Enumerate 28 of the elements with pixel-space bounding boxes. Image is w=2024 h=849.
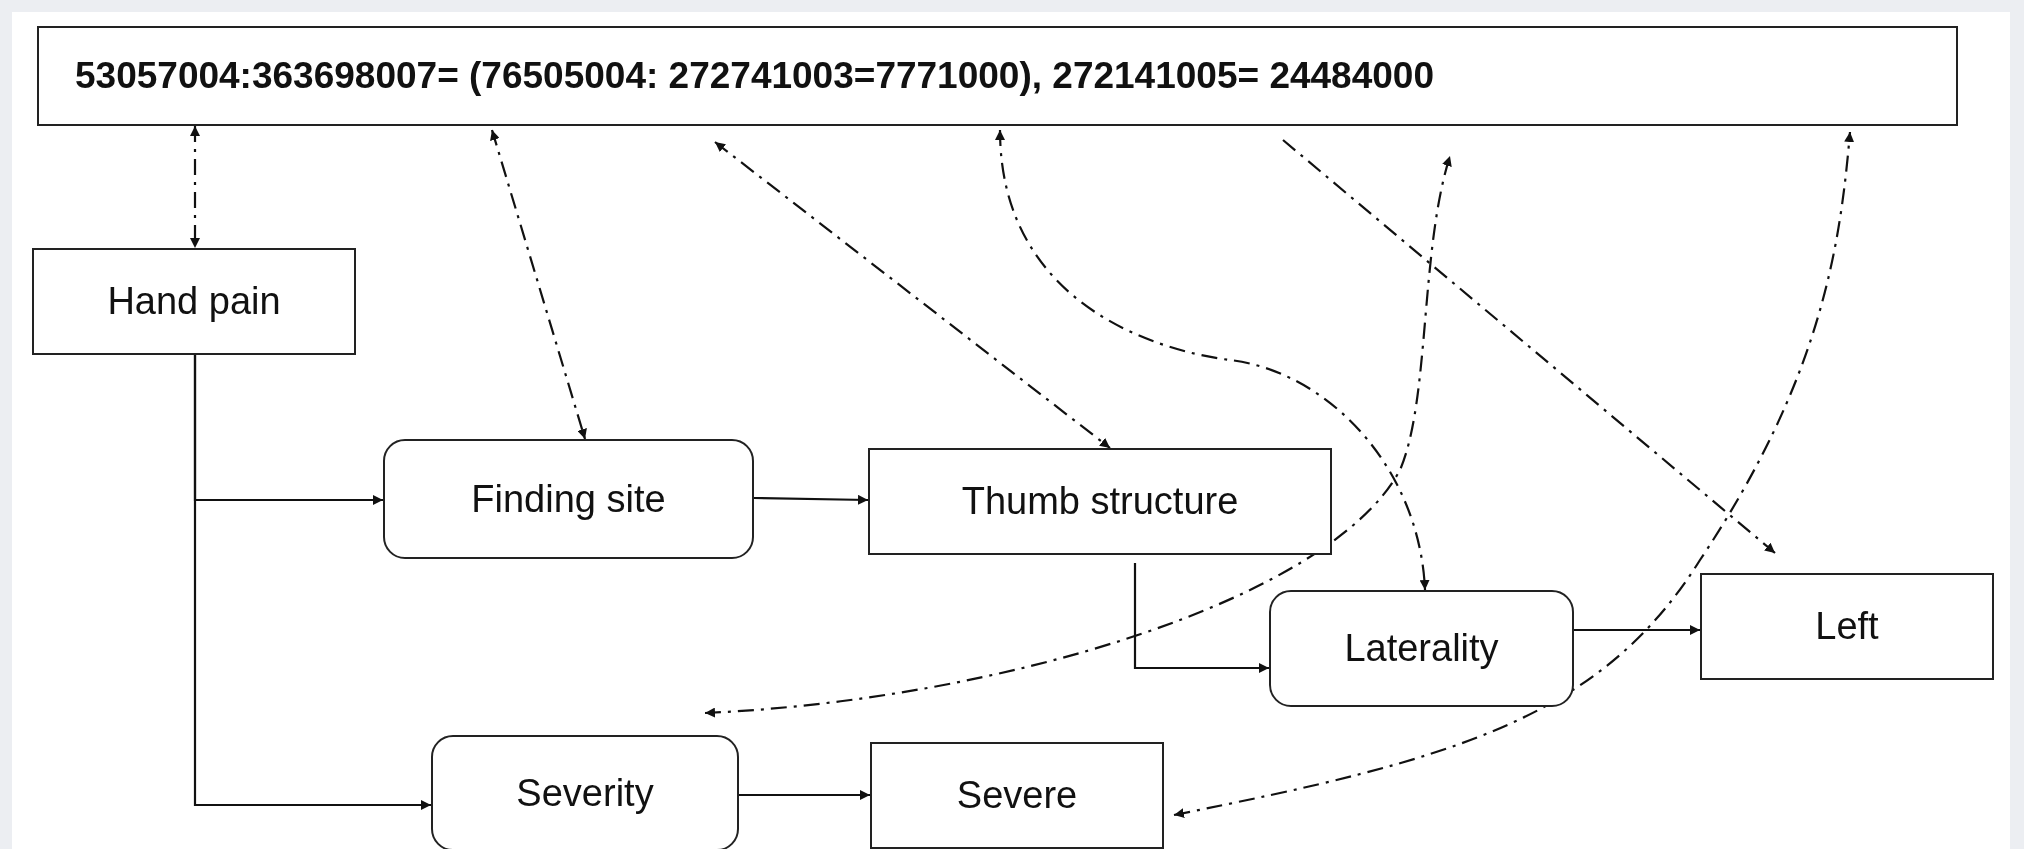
- arrow: [1282, 139, 1776, 554]
- arrow: [1173, 131, 1855, 818]
- node-label: Hand pain: [107, 280, 281, 323]
- node-label: Finding site: [471, 477, 666, 521]
- node-label: Thumb structure: [961, 480, 1239, 523]
- rounded-process-box: [1269, 590, 1574, 707]
- expression-text: 53057004:363698007= (76505004: 272741003=7771000), 272141005= 24484000: [75, 55, 1434, 97]
- arrow: [739, 790, 870, 800]
- arrow: [490, 129, 587, 440]
- arrow: [995, 129, 1429, 591]
- process-box: [32, 248, 356, 355]
- arrow: [754, 494, 868, 505]
- node-label: Severity: [516, 771, 654, 815]
- arrow: [1133, 563, 1269, 673]
- rounded-process-box: [431, 735, 739, 849]
- process-box: [37, 26, 1958, 126]
- node-label: Left: [1815, 605, 1879, 648]
- rounded-process-box: [383, 439, 754, 559]
- arrow: [1574, 625, 1700, 635]
- arrow: [190, 126, 200, 248]
- arrow: [193, 355, 431, 810]
- process-box: [868, 448, 1332, 555]
- node-label: Laterality: [1344, 627, 1499, 670]
- arrow: [714, 141, 1111, 449]
- process-box: [1700, 573, 1994, 680]
- arrow: [704, 155, 1453, 718]
- process-box: [870, 742, 1164, 849]
- node-label: Severe: [956, 774, 1078, 817]
